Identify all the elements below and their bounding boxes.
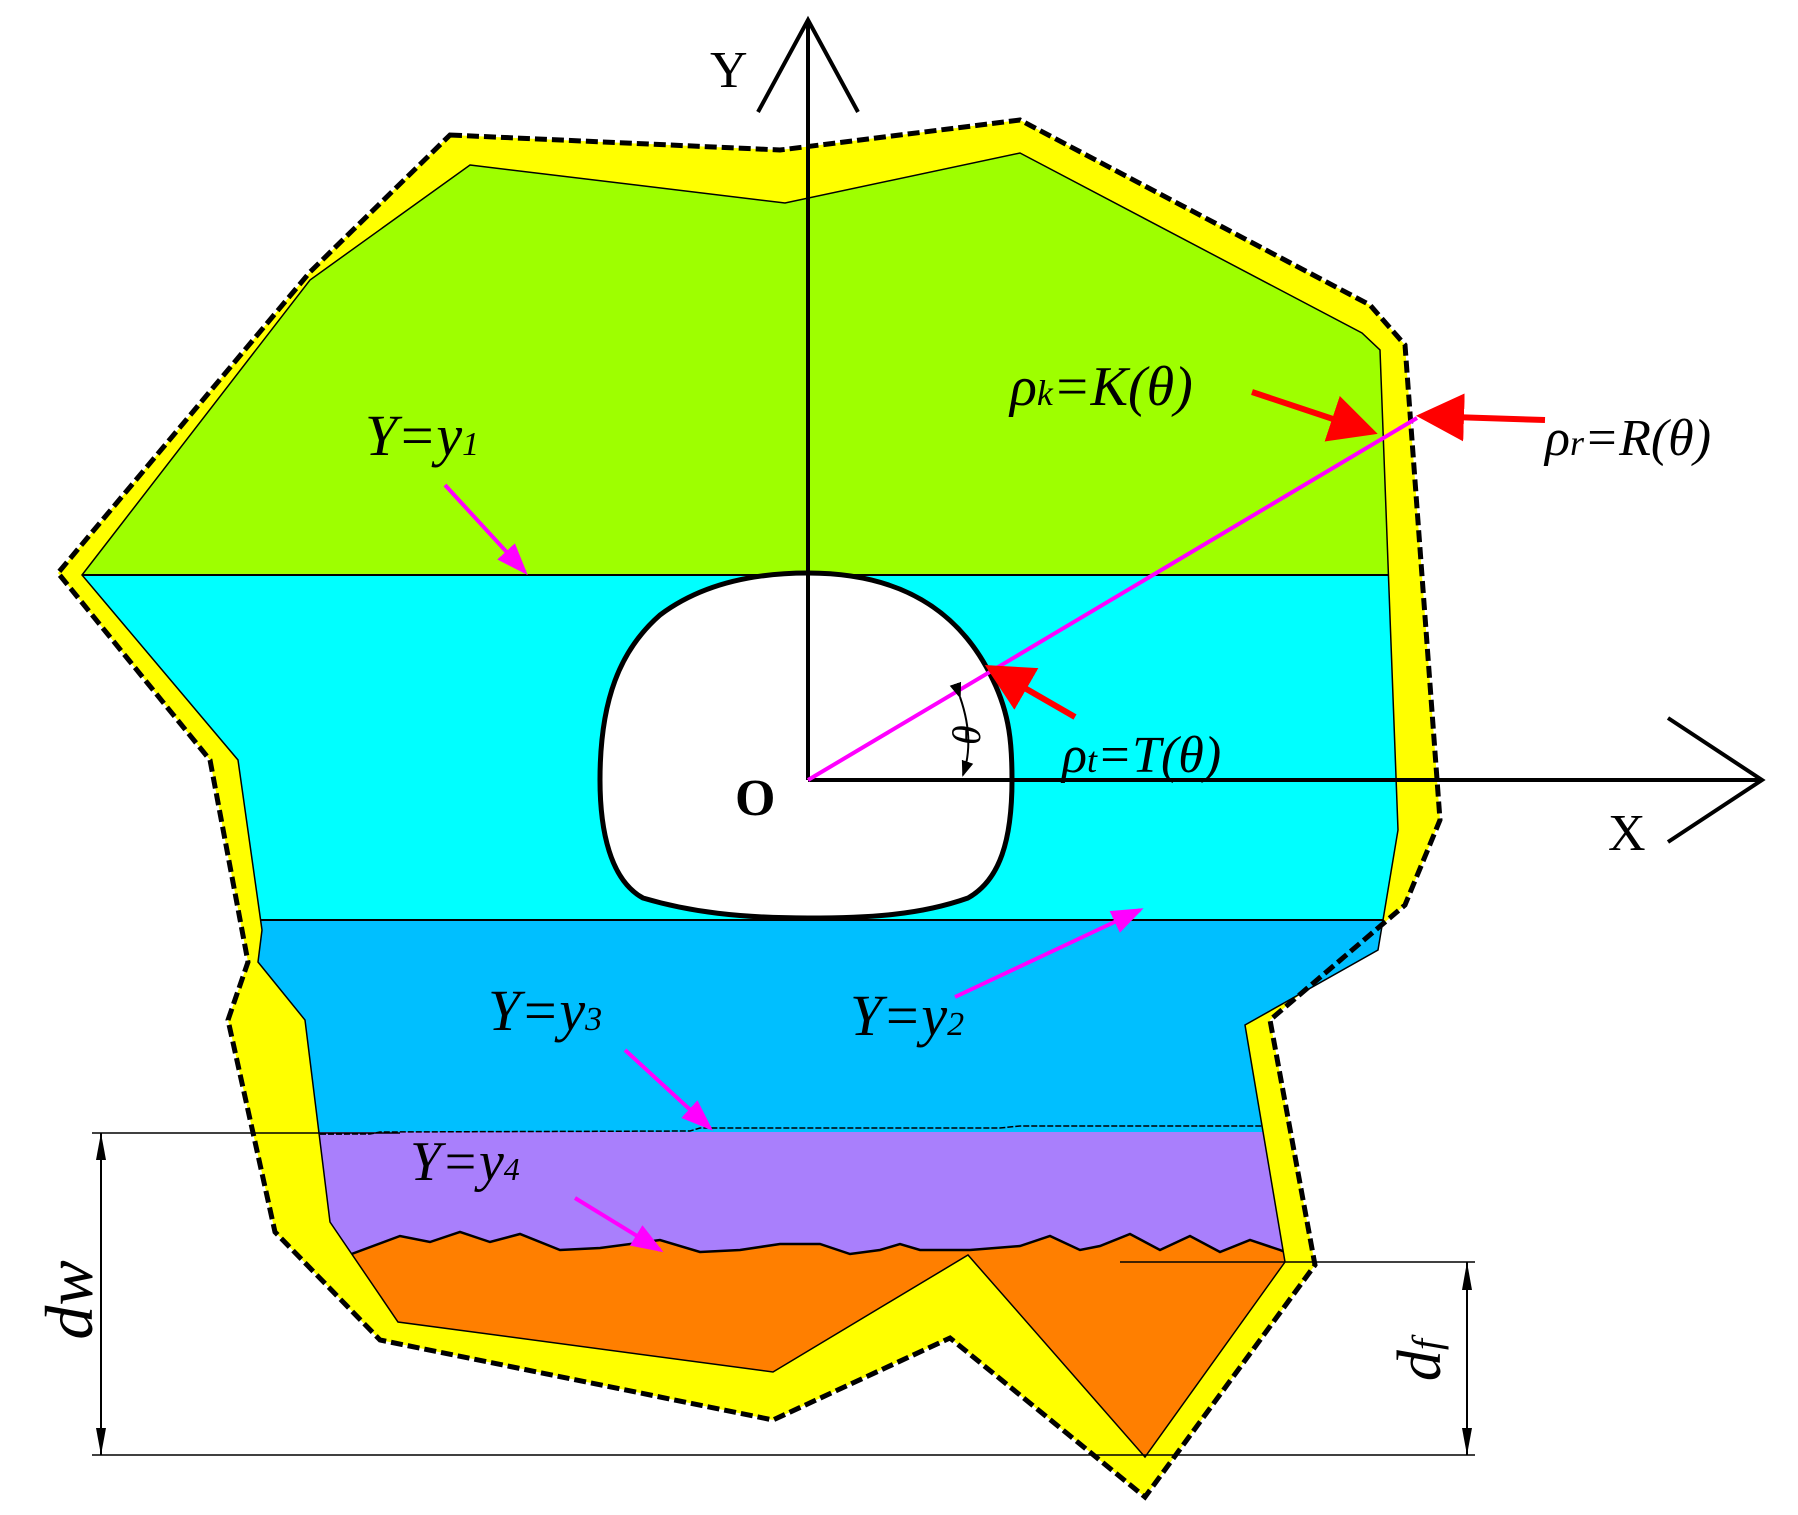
label-rho-t: ρt=T(θ) [1060, 727, 1221, 784]
x-axis-label: X [1608, 805, 1646, 862]
pointer-arrow-y4 [573, 1196, 664, 1253]
pointer-arrow-r [1416, 393, 1546, 442]
label-rho-r: ρr=R(θ) [1543, 410, 1711, 467]
y-axis-label: Y [710, 42, 748, 99]
pointer-arrow-y2 [954, 908, 1144, 999]
outer-boundary-r [54, 117, 1443, 1501]
label-df: df [1386, 1334, 1454, 1381]
dimension-dw [92, 1132, 1475, 1456]
dimension-df [1120, 1261, 1475, 1455]
pointer-arrow-t [984, 665, 1077, 720]
coordinate-axes [756, 15, 1766, 844]
label-y2: Y=y2 [850, 983, 964, 1048]
radius-line [806, 416, 1419, 782]
layer-5 [82, 1228, 1398, 1457]
inner-boundary-k [81, 152, 1399, 1459]
origin-label: O [735, 770, 775, 827]
label-dw: dw [31, 1260, 107, 1339]
interface-y4 [329, 1226, 1398, 1264]
pointer-arrow-k [1251, 389, 1378, 442]
layer-1 [82, 153, 1398, 575]
angle-arc [949, 681, 974, 777]
pointer-arrow-y3 [623, 1048, 713, 1131]
label-y3: Y=y3 [488, 978, 602, 1043]
label-y1: Y=y1 [365, 403, 479, 468]
label-y4: Y=y4 [410, 1131, 520, 1193]
label-rho-k: ρk=K(θ) [1008, 356, 1193, 418]
y-axis-arrowhead [756, 15, 860, 113]
angle-label: θ [944, 725, 989, 745]
pointer-arrow-y1 [443, 483, 528, 575]
x-axis-arrowhead [1666, 716, 1766, 844]
